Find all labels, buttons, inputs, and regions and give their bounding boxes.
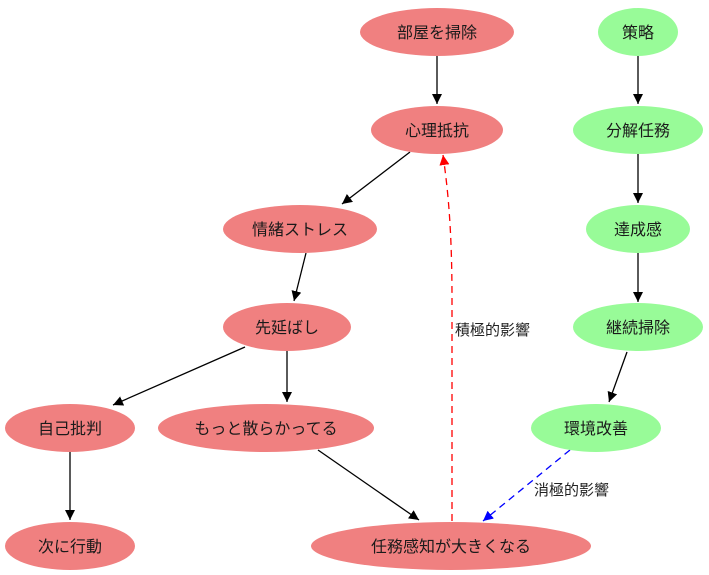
node-label: 心理抵抗 [405,121,469,140]
edge-label-negative-influence: 消極的影響 [534,481,609,499]
node-label: 任務感知が大きくなる [371,537,531,556]
node-split-task[interactable]: 分解任務 [573,106,703,154]
node-label: 達成感 [614,220,662,239]
node-shape [311,522,591,570]
node-clean-room[interactable]: 部屋を掃除 [360,8,514,56]
node-shape [223,205,377,253]
node-shape [531,404,661,452]
edges [65,56,643,522]
edge-procrastinate-to-self-criticism [112,346,246,406]
node-label: 分解任務 [606,121,670,140]
node-env-improve[interactable]: 環境改善 [531,404,661,452]
node-self-criticism[interactable]: 自己批判 [5,404,135,452]
node-shape [371,106,503,154]
node-shape [573,106,703,154]
node-stress[interactable]: 情緒ストレス [223,205,377,253]
edge-env-improve-to-task-bigger [482,449,571,522]
node-label: 部屋を掃除 [397,23,477,42]
node-procrastinate[interactable]: 先延ばし [223,303,351,351]
node-shape [360,8,514,56]
node-label: 継続掃除 [606,318,670,337]
edge-keep-cleaning-to-env-improve [607,351,628,403]
node-label: もっと散らかってる [194,419,337,438]
node-keep-cleaning[interactable]: 継続掃除 [573,303,703,351]
node-resistance[interactable]: 心理抵抗 [371,106,503,154]
node-label: 次に行動 [38,537,102,556]
edge-messier-to-task-bigger [317,449,420,521]
node-shape [5,522,135,570]
node-achievement[interactable]: 達成感 [586,205,690,253]
node-messier[interactable]: もっと散らかってる [158,404,374,452]
edge-resistance-to-stress [341,151,411,205]
node-task-bigger[interactable]: 任務感知が大きくなる [311,522,591,570]
edge-label-positive-influence: 積極的影響 [455,321,530,339]
node-shape [223,303,351,351]
node-shape [158,404,374,452]
edge-task-bigger-to-resistance [439,154,453,521]
node-label: 自己批判 [38,419,102,438]
node-shape [5,404,135,452]
node-label: 先延ばし [255,318,319,337]
node-shape [598,8,678,56]
edge-stress-to-procrastinate [291,252,307,302]
node-shape [586,205,690,253]
node-label: 情緒ストレス [252,220,348,239]
node-strategy[interactable]: 策略 [598,8,678,56]
node-label: 環境改善 [564,419,628,438]
node-label: 策略 [622,23,654,42]
node-next-action[interactable]: 次に行動 [5,522,135,570]
node-shape [573,303,703,351]
